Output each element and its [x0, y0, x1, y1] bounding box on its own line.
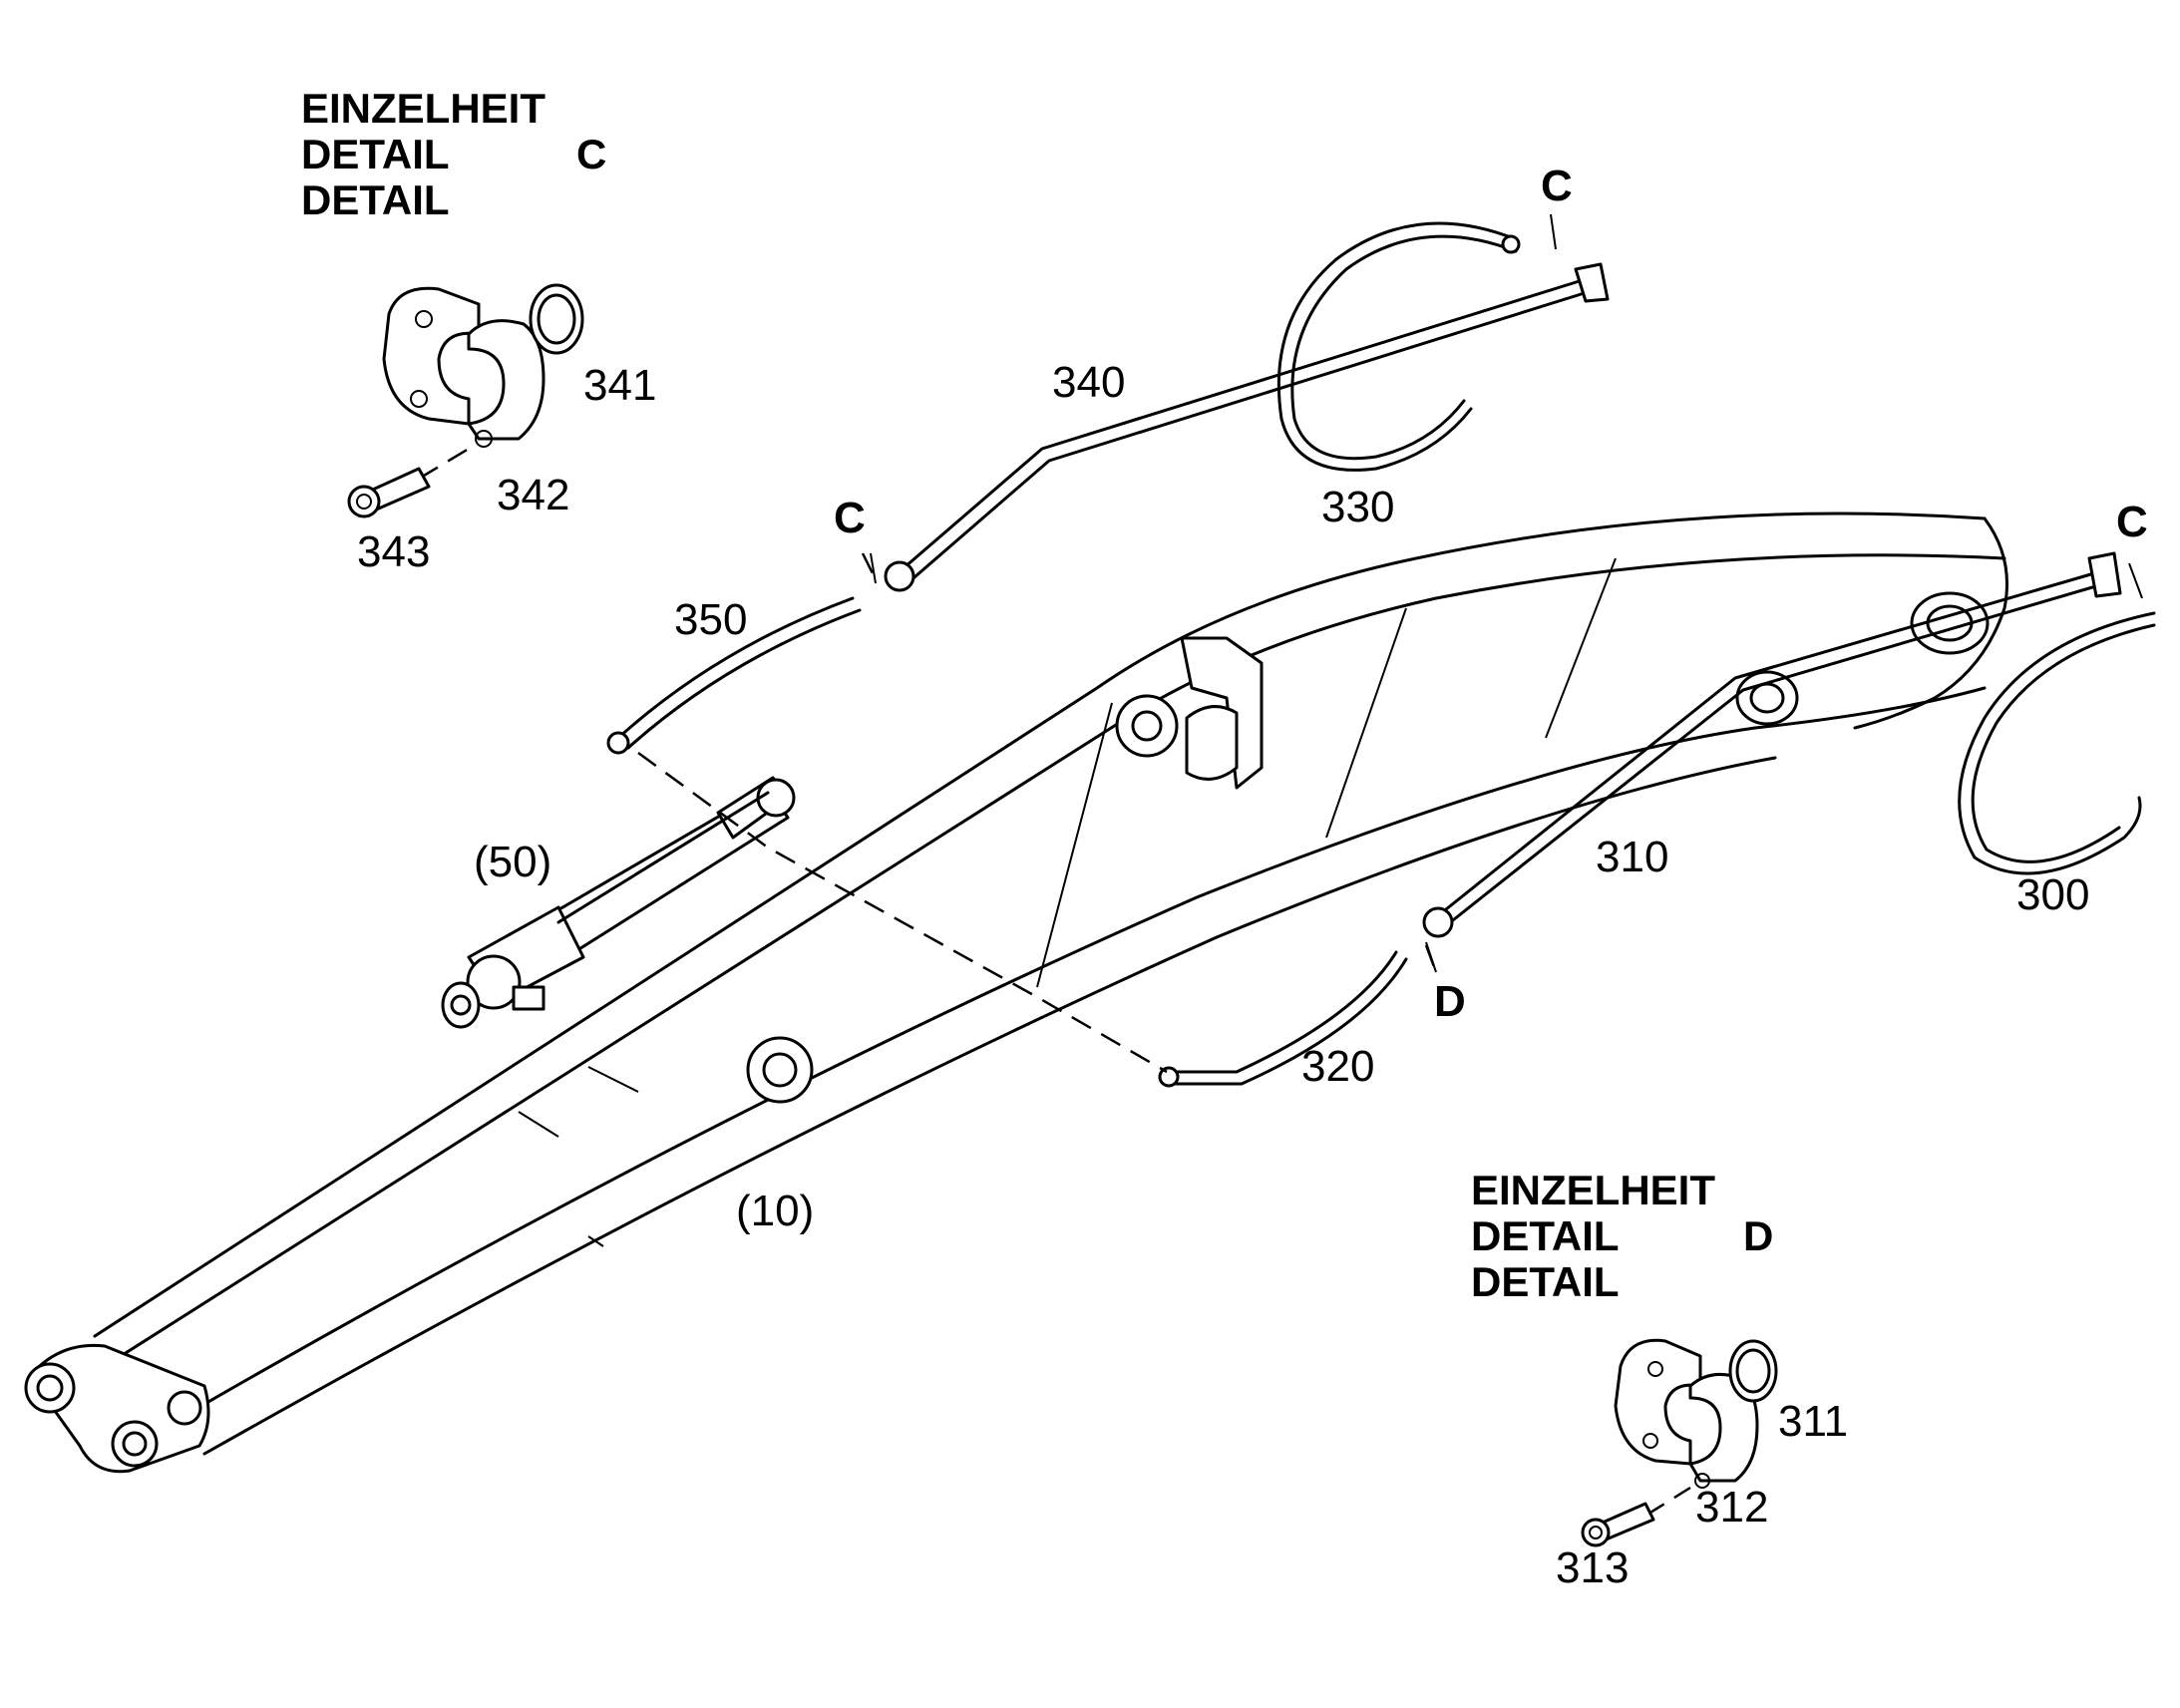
tube-340 [896, 277, 1588, 575]
callout-c-right: C [2116, 498, 2148, 546]
callout-330: 330 [1321, 483, 1395, 531]
detail-c-line1: EINZELHEIT [301, 85, 546, 132]
callout-342: 342 [497, 471, 570, 519]
detail-c-clamp [347, 283, 584, 518]
callout-313: 313 [1556, 1543, 1630, 1592]
boom-body [24, 512, 2008, 1474]
detail-d-line2: DETAIL [1471, 1212, 1620, 1259]
hose-320 [1170, 950, 1398, 1074]
detail-d-clamp [1581, 1338, 1778, 1547]
detail-d-letter: D [1743, 1212, 1774, 1259]
callout-311: 311 [1778, 1397, 1849, 1446]
callout-320: 320 [1301, 1042, 1375, 1091]
detail-d-line3: DETAIL [1471, 1258, 1620, 1305]
callout-d-mid: D [1434, 977, 1466, 1026]
callout-310: 310 [1596, 833, 1669, 881]
callout-343: 343 [357, 527, 431, 576]
callout-340: 340 [1052, 358, 1126, 407]
detail-c-letter: C [576, 131, 607, 177]
hose-350 [616, 596, 855, 740]
callout-300: 300 [2016, 870, 2090, 919]
detail-c-line3: DETAIL [301, 176, 450, 223]
hose-330 [1276, 221, 1518, 472]
tube-310 [1434, 571, 2096, 919]
callout-10: (10) [736, 1187, 815, 1235]
callout-312: 312 [1695, 1483, 1769, 1532]
callout-c-left: C [834, 494, 866, 542]
cylinder-50 [441, 776, 796, 1029]
hose-300 [1958, 611, 2156, 875]
callout-50: (50) [474, 838, 552, 886]
callout-341: 341 [583, 361, 657, 410]
detail-c-line2: DETAIL [301, 131, 450, 177]
callout-350: 350 [674, 595, 748, 644]
detail-d-line1: EINZELHEIT [1471, 1167, 1716, 1213]
callout-c-top: C [1541, 162, 1573, 210]
